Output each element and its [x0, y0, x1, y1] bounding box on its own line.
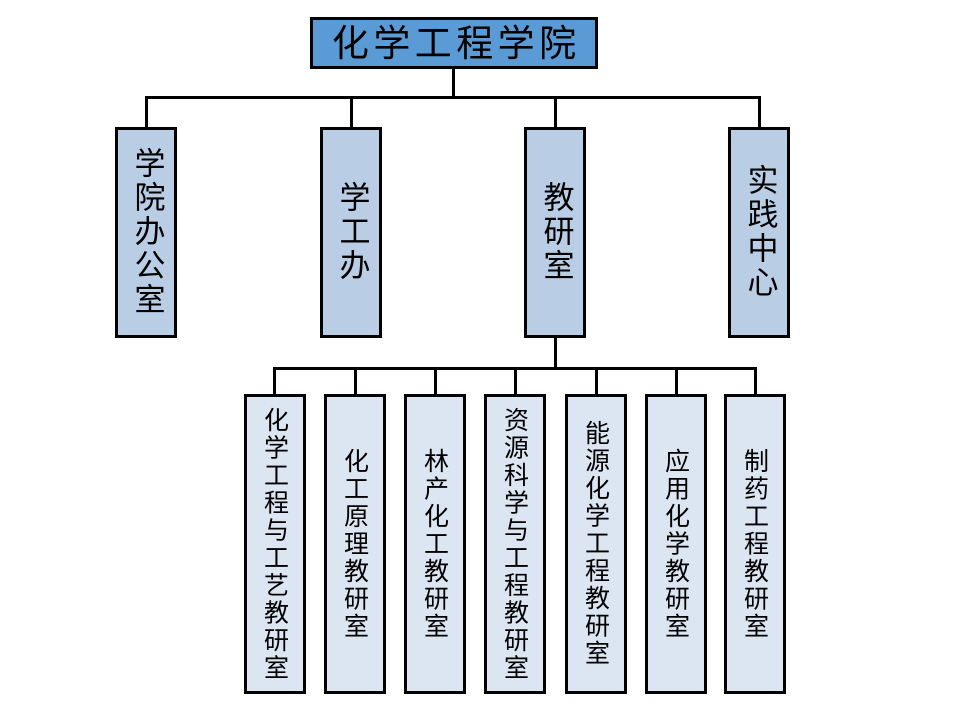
org-node-section-resource-science-engineering[interactable]: 资源科学与工程教研室	[484, 394, 546, 694]
org-node-dept-office[interactable]: 学院办公室	[115, 127, 177, 338]
org-node-section-applied-chemistry-label: 应用化学教研室	[661, 447, 691, 641]
connector-root-stem	[452, 69, 455, 98]
org-node-root[interactable]: 化学工程学院	[310, 17, 598, 69]
connector-drop-section-1	[354, 367, 357, 395]
connector-drop-section-0	[273, 367, 276, 395]
org-node-section-forest-products-chemical-label: 林产化工教研室	[420, 447, 450, 641]
org-node-section-chemical-engineering-technology-label: 化学工程与工艺教研室	[260, 406, 290, 682]
connector-drop-dept-1	[350, 96, 353, 128]
org-node-section-chemical-principles-label: 化工原理教研室	[340, 447, 370, 641]
connector-drop-dept-3	[758, 96, 761, 128]
org-node-dept-office-label: 学院办公室	[128, 147, 165, 318]
connector-teaching-research-stem	[554, 338, 557, 368]
org-node-dept-practice-center[interactable]: 实践中心	[728, 127, 790, 338]
org-node-section-chemical-principles[interactable]: 化工原理教研室	[324, 394, 386, 694]
connector-drop-section-2	[434, 367, 437, 395]
org-node-dept-teaching-research-label: 教研室	[537, 181, 574, 284]
org-node-section-applied-chemistry[interactable]: 应用化学教研室	[645, 394, 707, 694]
org-node-section-resource-science-engineering-label: 资源科学与工程教研室	[500, 406, 530, 682]
connector-drop-section-6	[754, 367, 757, 395]
org-node-section-chemical-engineering-technology[interactable]: 化学工程与工艺教研室	[244, 394, 306, 694]
org-node-section-energy-chemical-engineering-label: 能源化学工程教研室	[581, 420, 611, 668]
org-node-section-pharmaceutical-engineering[interactable]: 制药工程教研室	[724, 394, 786, 694]
org-node-dept-student-affairs-label: 学工办	[333, 181, 370, 284]
org-node-root-label: 化学工程学院	[331, 21, 581, 65]
connector-drop-section-3	[514, 367, 517, 395]
org-node-section-pharmaceutical-engineering-label: 制药工程教研室	[740, 447, 770, 641]
connector-drop-section-5	[675, 367, 678, 395]
connector-level1-bus	[145, 96, 761, 99]
connector-drop-dept-2	[554, 96, 557, 128]
org-node-dept-practice-center-label: 实践中心	[741, 164, 778, 301]
org-node-section-energy-chemical-engineering[interactable]: 能源化学工程教研室	[565, 394, 627, 694]
connector-drop-section-4	[595, 367, 598, 395]
org-node-dept-teaching-research[interactable]: 教研室	[524, 127, 586, 338]
org-node-section-forest-products-chemical[interactable]: 林产化工教研室	[404, 394, 466, 694]
org-node-dept-student-affairs[interactable]: 学工办	[320, 127, 382, 338]
connector-drop-dept-0	[145, 96, 148, 128]
